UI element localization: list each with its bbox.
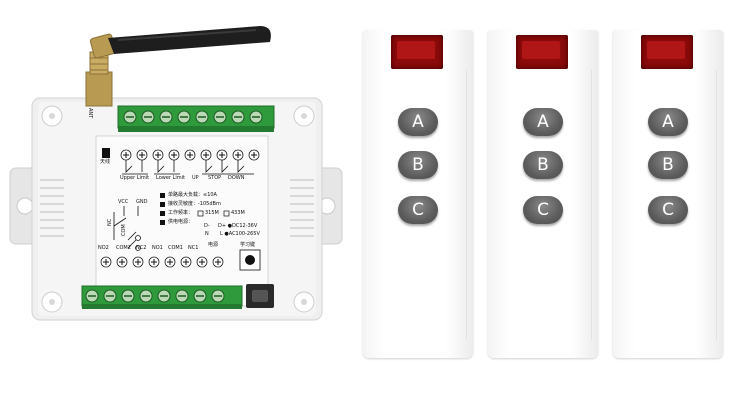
terminal-no2: NO2 xyxy=(98,245,109,251)
nc-label: NC xyxy=(107,218,113,226)
n-label: N xyxy=(205,231,209,237)
terminal-nc1: NC1 xyxy=(188,245,199,251)
d-minus-label: D- xyxy=(204,223,210,229)
led-label: 天线 xyxy=(100,159,111,165)
remote-button-b[interactable]: B xyxy=(523,151,563,179)
upper-limit-label: Upper Limit xyxy=(120,175,150,181)
terminal-com1: COM1 xyxy=(168,245,183,251)
remote-button-a[interactable]: A xyxy=(648,108,688,136)
remote-button-a[interactable]: A xyxy=(523,108,563,136)
gnd-label: GND xyxy=(136,199,148,205)
sensitivity-text: 接收灵敏度：-105dBm xyxy=(168,201,221,207)
remote-edge xyxy=(591,70,592,340)
remote-button-c[interactable]: C xyxy=(523,196,563,224)
remote-button-c[interactable]: C xyxy=(398,196,438,224)
dc-voltage-label: D+ ●DC12-36V xyxy=(218,223,258,229)
power-label: 供电电源： xyxy=(168,219,194,225)
terminal-nc2: NC2 xyxy=(136,245,147,251)
frequency-label: 工作频率： xyxy=(168,210,194,216)
vcc-label: VCC xyxy=(118,199,129,205)
max-load-text: 单路最大负载：≤10A xyxy=(168,192,217,198)
remote-button-b[interactable]: B xyxy=(398,151,438,179)
ant-label: ANT xyxy=(87,108,93,119)
com-label: COM xyxy=(121,224,127,236)
up-label: UP xyxy=(192,175,199,181)
learn-key-label: 学习键 xyxy=(240,242,256,248)
remote-edge xyxy=(466,70,467,340)
remote-edge xyxy=(716,70,717,340)
stop-label: STOP xyxy=(208,175,222,181)
terminal-no1: NO1 xyxy=(152,245,163,251)
freq-315-label: 315M xyxy=(205,210,219,216)
terminal-com2: COM2 xyxy=(116,245,131,251)
remote-control: A B C xyxy=(488,30,598,358)
remote-led-window xyxy=(391,35,443,69)
antenna-icon xyxy=(85,26,271,107)
down-label: DOWN xyxy=(228,175,245,181)
remote-led-window xyxy=(641,35,693,69)
lower-limit-label: Lower Limit xyxy=(156,175,185,181)
receiver-case xyxy=(9,97,343,321)
freq-433-label: 433M xyxy=(231,210,245,216)
power-mark-label: 电源 xyxy=(208,242,219,248)
remote-button-a[interactable]: A xyxy=(398,108,438,136)
remote-button-b[interactable]: B xyxy=(648,151,688,179)
remote-control: A B C xyxy=(363,30,473,358)
remote-button-c[interactable]: C xyxy=(648,196,688,224)
remote-control: A B C xyxy=(613,30,723,358)
remote-led-window xyxy=(516,35,568,69)
ac-voltage-label: L ●AC100-265V xyxy=(220,231,260,237)
terminal-labels: NO2 COM2 NC2 NO1 COM1 NC1 xyxy=(98,246,218,254)
receiver-module: ANT 天线 Upper Limit Lower Limit UP STOP D… xyxy=(8,26,344,330)
